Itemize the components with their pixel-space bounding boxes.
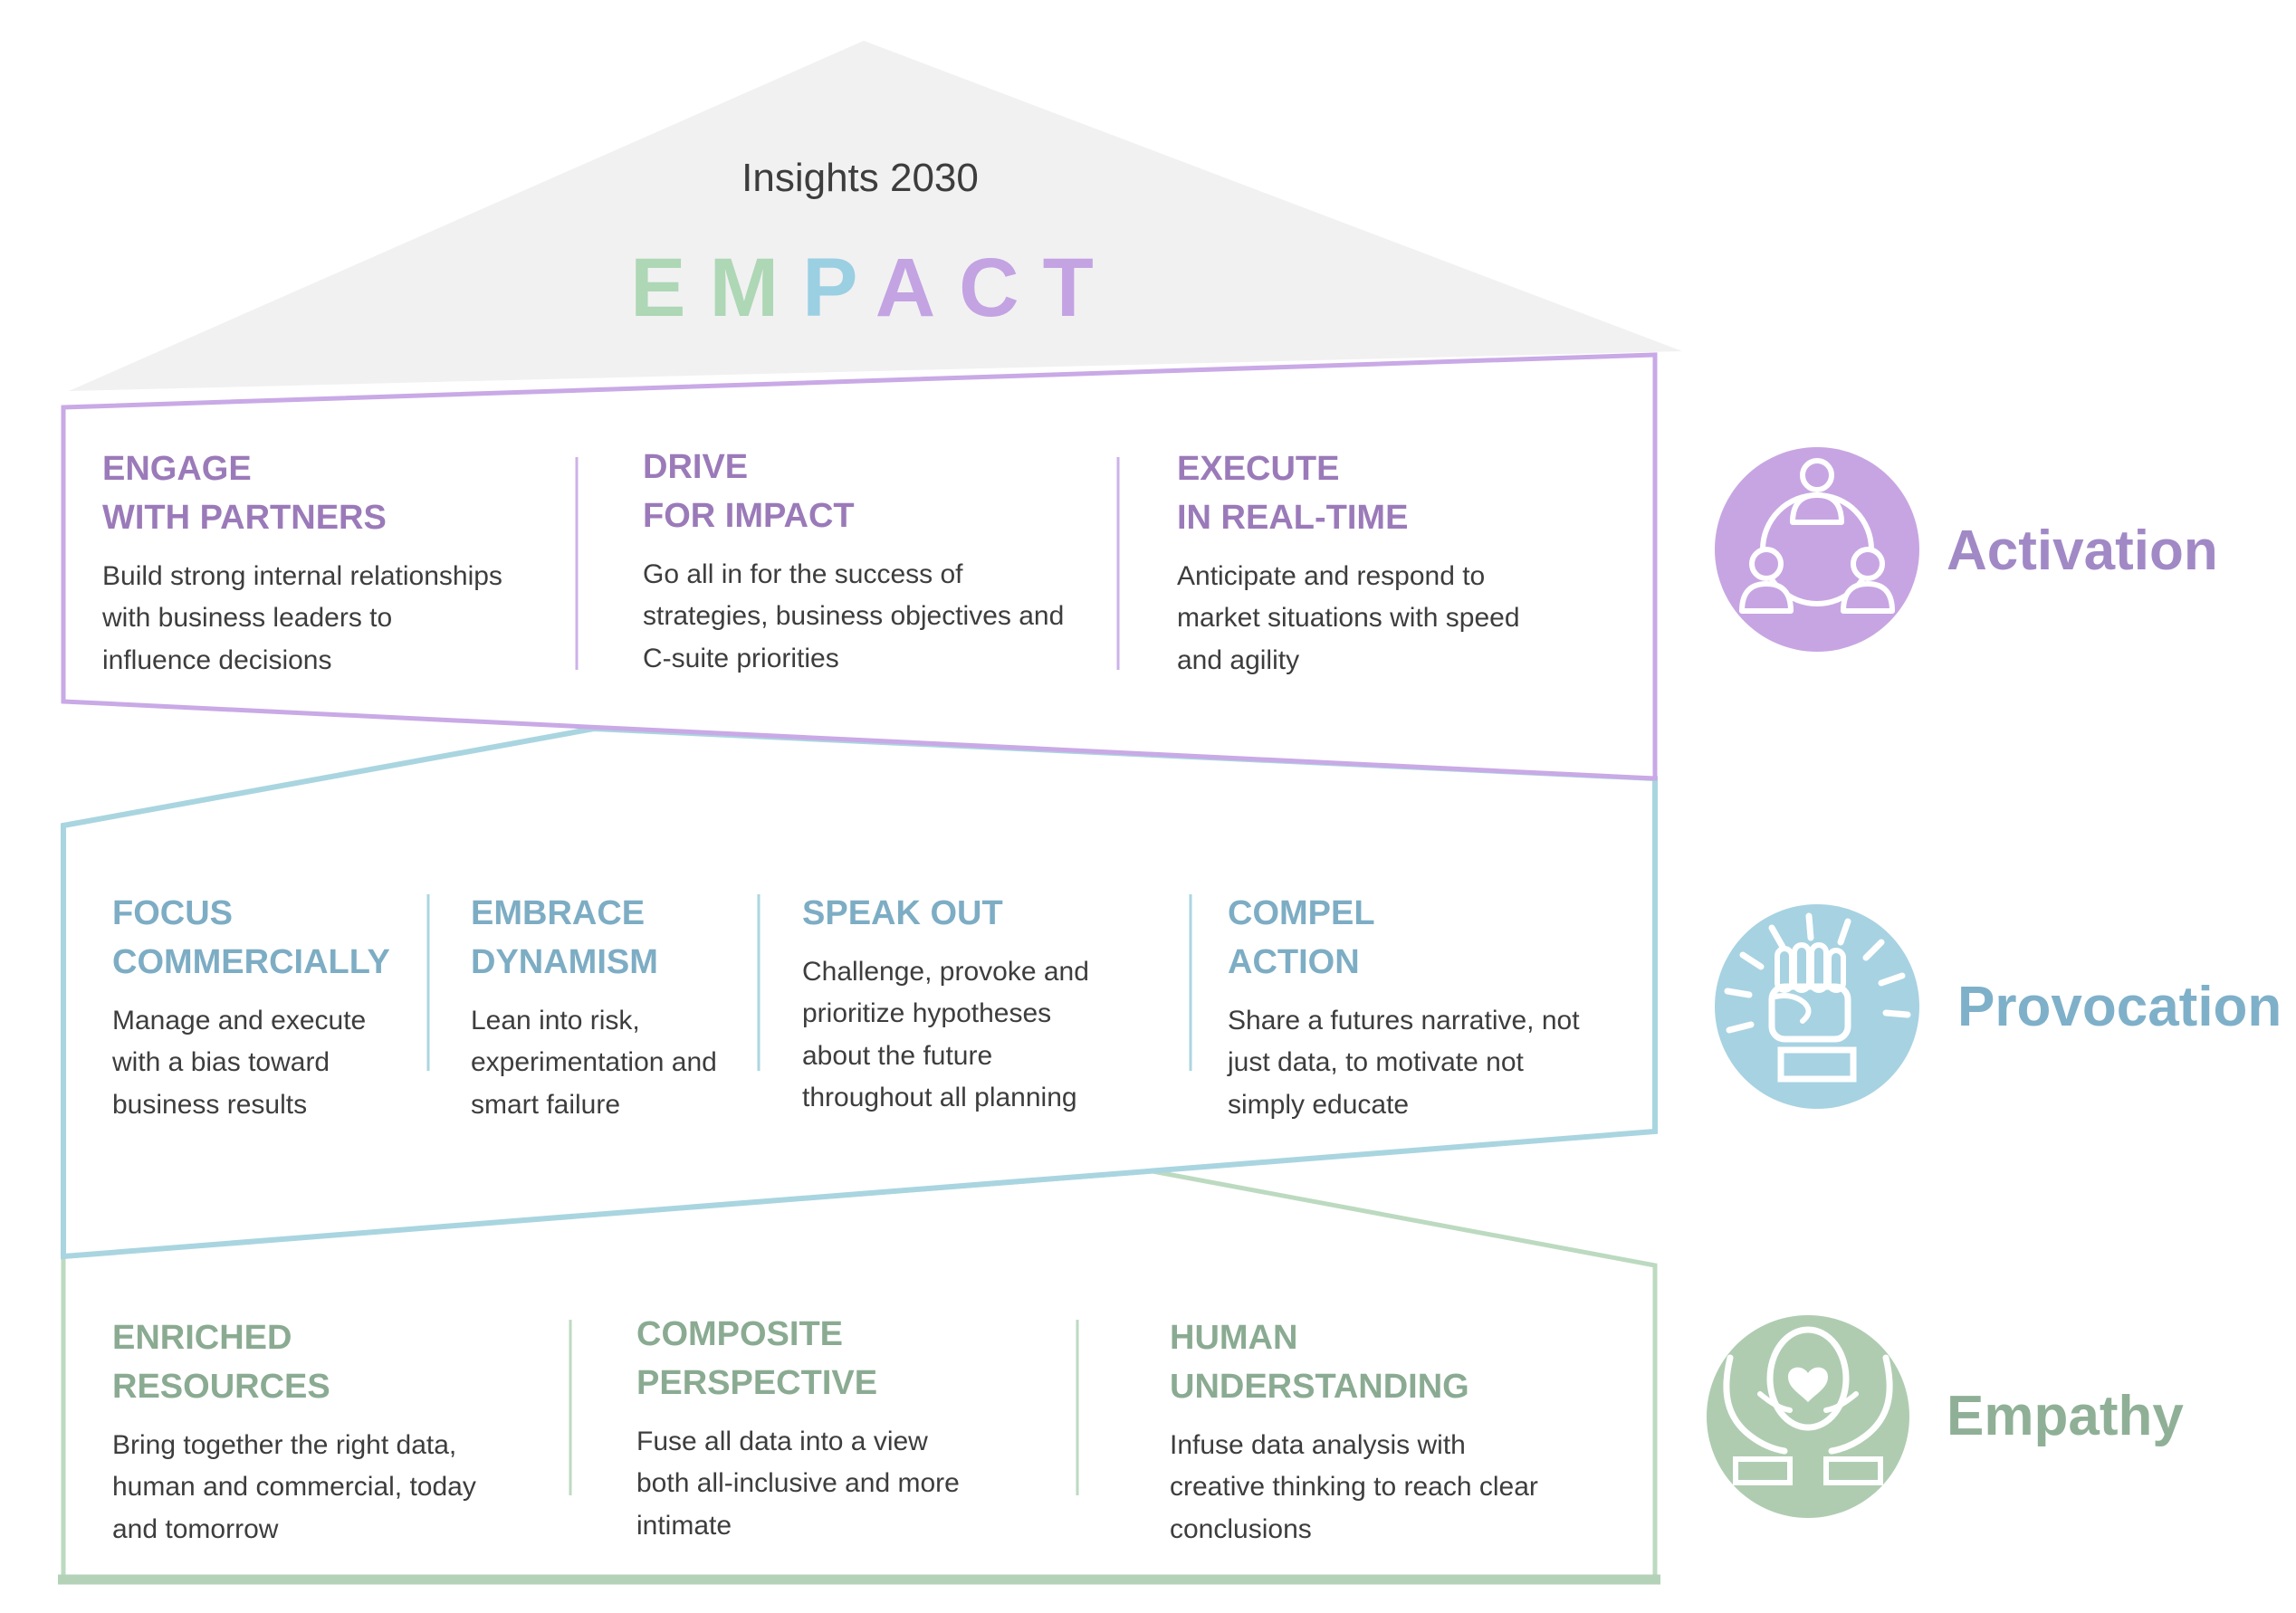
column-heading: COMPOSITE PERSPECTIVE: [636, 1315, 878, 1402]
diagram-subtitle: Insights 2030: [741, 156, 979, 200]
column-heading: EMBRACE DYNAMISM: [471, 894, 658, 981]
column-heading: EXECUTE IN REAL-TIME: [1177, 450, 1409, 537]
band-label-activation: Activation: [1947, 520, 2218, 582]
column-body: Go all in for the success of strategies,…: [643, 558, 1065, 673]
band-label-provocation: Provocation: [1957, 976, 2282, 1038]
column-heading: HUMAN UNDERSTANDING: [1170, 1319, 1469, 1406]
column-heading: ENGAGE WITH PARTNERS: [102, 450, 387, 537]
left-hand-glyph: [1723, 1354, 1793, 1485]
activation-band-shape: [61, 352, 1658, 781]
provocation-band-shape: [61, 725, 1658, 1260]
column-compel-action: COMPEL ACTION Share a futures narrative,…: [1228, 890, 1644, 1126]
column-heading: COMPEL ACTION: [1228, 894, 1375, 981]
brand-letter: C: [959, 242, 1043, 334]
band-label-empathy: Empathy: [1947, 1385, 2184, 1447]
column-embrace-dynamism: EMBRACE DYNAMISM Lean into risk, experim…: [471, 890, 751, 1126]
column-heading: SPEAK OUT: [802, 894, 1003, 932]
column-heading: DRIVE FOR IMPACT: [643, 448, 855, 535]
column-human-understanding: HUMAN UNDERSTANDING Infuse data analysis…: [1170, 1314, 1622, 1551]
column-engage-with-partners: ENGAGE WITH PARTNERS Build strong intern…: [102, 445, 573, 682]
column-body: Challenge, provoke and prioritize hypoth…: [802, 956, 1089, 1113]
brand-letter: M: [709, 242, 803, 334]
column-body: Anticipate and respond to market situati…: [1177, 560, 1520, 675]
column-body: Share a futures narrative, not just data…: [1228, 1005, 1580, 1120]
person-glyph: [1841, 547, 1895, 614]
column-focus-commercially: FOCUS COMMERCIALLY Manage and execute wi…: [112, 890, 420, 1126]
fist-rays: [1724, 912, 1911, 1034]
brand-empact: EMPACT: [0, 241, 1747, 336]
column-body: Manage and execute with a bias toward bu…: [112, 1005, 367, 1120]
hands-heart-icon: [1707, 1315, 1909, 1518]
brand-letter: E: [630, 242, 710, 334]
column-heading: ENRICHED RESOURCES: [112, 1319, 330, 1406]
column-drive-for-impact: DRIVE FOR IMPACT Go all in for the succe…: [643, 444, 1114, 680]
roof-triangle: [69, 41, 1682, 391]
brand-letter: A: [875, 242, 960, 334]
column-heading: FOCUS COMMERCIALLY: [112, 894, 390, 981]
person-glyph: [1739, 547, 1794, 614]
column-body: Lean into risk, experimentation and smar…: [471, 1005, 717, 1120]
right-hand-glyph: [1823, 1354, 1893, 1485]
fist-glyph: [1768, 942, 1857, 1083]
person-glyph: [1790, 458, 1844, 525]
column-body: Fuse all data into a view both all-inclu…: [636, 1426, 960, 1541]
column-enriched-resources: ENRICHED RESOURCES Bring together the ri…: [112, 1314, 565, 1551]
column-speak-out: SPEAK OUT Challenge, provoke and priorit…: [802, 890, 1182, 1120]
column-body: Infuse data analysis with creative think…: [1170, 1429, 1538, 1544]
column-execute-in-real-time: EXECUTE IN REAL-TIME Anticipate and resp…: [1177, 445, 1630, 682]
brand-letter: P: [802, 242, 875, 334]
heart-glyph: [1788, 1367, 1828, 1402]
column-body: Build strong internal relationships with…: [102, 560, 502, 675]
column-body: Bring together the right data, human and…: [112, 1429, 476, 1544]
people-network-icon: [1715, 447, 1919, 652]
brand-letter: T: [1042, 242, 1117, 334]
column-composite-perspective: COMPOSITE PERSPECTIVE Fuse all data into…: [636, 1311, 1071, 1547]
raised-fist-icon: [1715, 904, 1919, 1109]
